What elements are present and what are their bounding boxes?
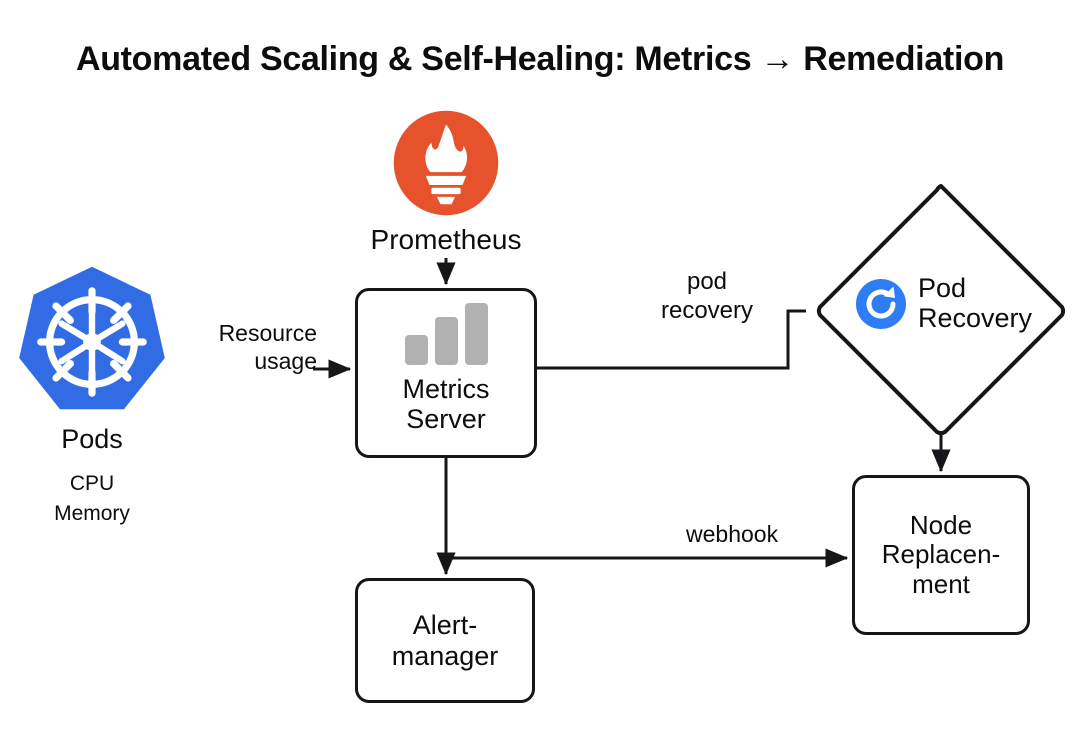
node-metrics-server[interactable]: Metrics Server xyxy=(355,288,537,458)
kubernetes-logo xyxy=(19,266,165,410)
node-alertmanager[interactable]: Alert- manager xyxy=(355,578,535,703)
node-pods[interactable]: Pods CPU Memory xyxy=(8,262,176,530)
node-prometheus[interactable]: Prometheus xyxy=(356,108,536,256)
node-node-replacement[interactable]: Node Replacen- ment xyxy=(852,475,1030,635)
pods-resource-sublabel: CPU Memory xyxy=(54,472,130,526)
page-title: Automated Scaling & Self-Healing: Metric… xyxy=(75,40,1005,78)
bar-chart-bar xyxy=(434,317,458,365)
bar-chart-icon xyxy=(404,303,488,365)
pod-recovery-label: Pod Recovery xyxy=(918,273,1033,333)
bar-chart-bar xyxy=(464,303,488,365)
refresh-circle-icon xyxy=(856,278,906,329)
node-replacement-label: Node Replacen- ment xyxy=(881,510,1001,599)
prometheus-label: Prometheus xyxy=(370,224,522,255)
edge-label-pod-recovery: pod recovery xyxy=(660,268,754,324)
pods-label: Pods xyxy=(61,424,123,454)
pod-recovery-content: Pod Recovery xyxy=(854,273,1080,333)
node-pod-recovery[interactable]: Pod Recovery xyxy=(806,176,1076,446)
edge-label-resource-usage: Resource usage xyxy=(218,320,317,374)
edge-label-webhook: webhook xyxy=(686,521,779,547)
prometheus-logo xyxy=(393,110,499,216)
diamond-shape xyxy=(816,184,1066,436)
bar-chart-bar xyxy=(404,335,428,365)
metrics-server-label: Metrics Server xyxy=(402,374,490,435)
alertmanager-label: Alert- manager xyxy=(391,610,499,671)
